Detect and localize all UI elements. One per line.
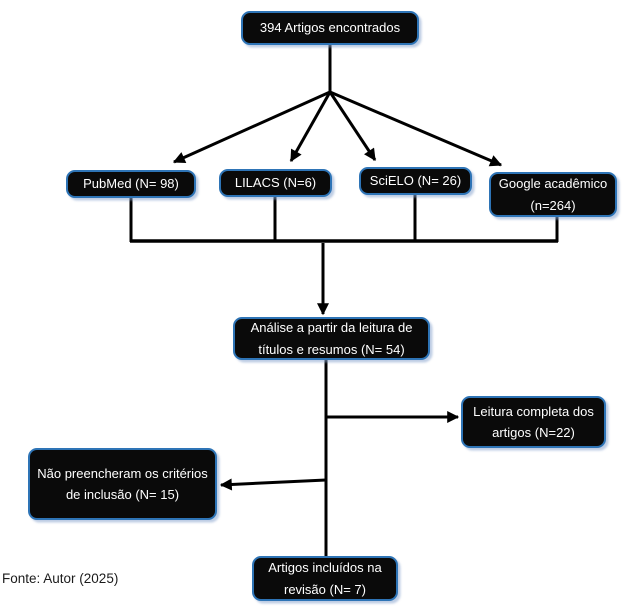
edge-hub-to-lilacs — [289, 91, 332, 163]
edge-branch-to-criteria-not-met — [219, 478, 327, 491]
edge-hub-to-scielo — [328, 91, 377, 162]
node-scielo: SciELO (N= 26) — [359, 167, 472, 195]
node-lilacs: LILACS (N=6) — [219, 169, 332, 197]
node-google-scholar: Google acadêmico (n=264) — [489, 172, 617, 217]
node-pubmed: PubMed (N= 98) — [66, 170, 196, 198]
node-included-articles: Artigos incluídos na revisão (N= 7) — [252, 556, 398, 601]
edge-hub-to-google — [329, 90, 503, 167]
node-articles-found: 394 Artigos encontrados — [241, 11, 419, 45]
node-full-text-reading: Leitura completa dos artigos (N=22) — [461, 396, 606, 448]
edge-hub-to-pubmed — [172, 90, 331, 164]
node-criteria-not-met: Não preencheram os critérios de inclusão… — [28, 448, 217, 520]
node-title-abstract-analysis: Análise a partir da leitura de títulos e… — [233, 317, 430, 360]
source-note: Fonte: Autor (2025) — [2, 571, 119, 586]
